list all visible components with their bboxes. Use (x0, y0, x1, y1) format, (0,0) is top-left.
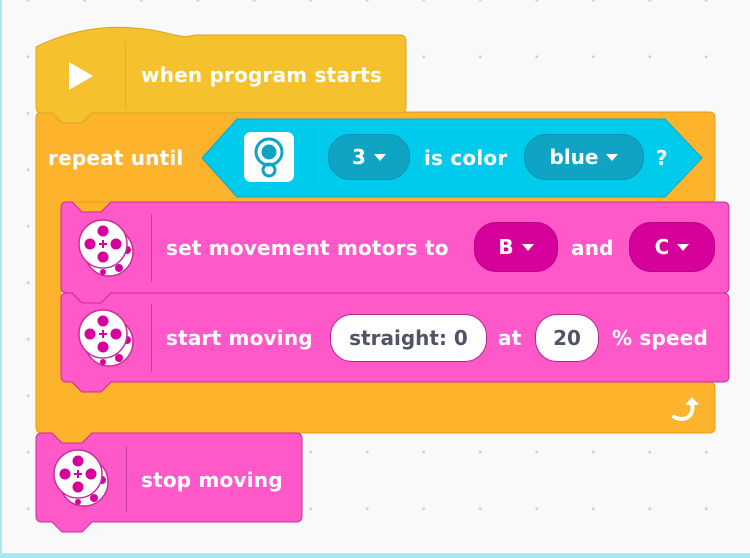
question-mark-label: ? (656, 146, 668, 170)
sensor-port-dropdown[interactable]: 3 (328, 134, 410, 180)
stop-moving-block[interactable] (35, 432, 303, 533)
at-label: at (498, 326, 522, 350)
motor-1-value: B (498, 235, 514, 259)
repeat-until-label: repeat until (48, 146, 184, 170)
speed-value: 20 (553, 326, 581, 350)
when-program-starts-label: when program starts (141, 63, 382, 87)
start-moving-divider (151, 304, 152, 372)
steering-value: straight: 0 (349, 326, 468, 350)
motors-divider (151, 214, 152, 282)
hat-divider (125, 42, 126, 108)
movement-motors-icon (75, 306, 137, 370)
play-icon (69, 62, 93, 90)
steering-input[interactable]: straight: 0 (330, 314, 487, 362)
stop-moving-label: stop moving (141, 468, 283, 492)
motor-1-dropdown[interactable]: B (474, 222, 558, 272)
color-value: blue (549, 145, 599, 169)
percent-speed-label: % speed (612, 326, 709, 350)
chevron-down-icon (606, 153, 619, 161)
chevron-down-icon (373, 153, 386, 161)
is-color-label: is color (424, 146, 508, 170)
loop-arrow-icon (672, 397, 699, 421)
and-label: and (571, 236, 614, 260)
color-value-dropdown[interactable]: blue (524, 134, 644, 180)
sensor-port-value: 3 (352, 145, 366, 169)
movement-motors-icon (75, 216, 137, 280)
set-movement-motors-label: set movement motors to (166, 236, 449, 260)
motor-2-dropdown[interactable]: C (629, 222, 715, 272)
chevron-down-icon (677, 243, 690, 251)
start-moving-label: start moving (166, 326, 313, 350)
stop-moving-divider (126, 446, 127, 512)
canvas-border-left (0, 0, 2, 558)
color-sensor-icon (244, 132, 294, 182)
speed-input[interactable]: 20 (535, 314, 599, 362)
movement-motors-icon (50, 446, 112, 510)
chevron-down-icon (521, 243, 534, 251)
canvas-border-bottom (0, 553, 750, 558)
when-program-starts-block[interactable] (35, 26, 407, 124)
motor-2-value: C (654, 235, 670, 259)
condition-divider (313, 128, 314, 186)
